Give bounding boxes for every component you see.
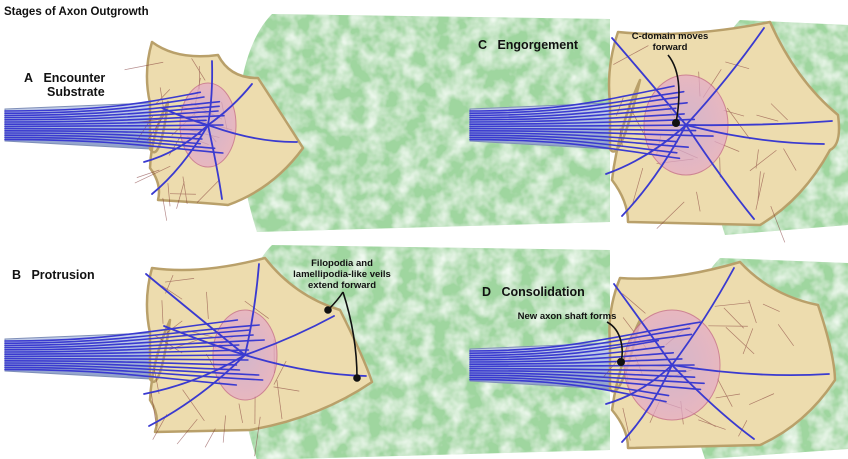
- pointer-c-dot: [673, 120, 679, 126]
- annotation-c-line2: forward: [620, 42, 720, 53]
- annotation-b-line3: extend forward: [282, 280, 402, 291]
- panel-d-title: Consolidation: [501, 285, 584, 299]
- pointer-b-2-dot: [354, 375, 360, 381]
- panel-c-label: C Engorgement: [478, 38, 578, 52]
- panel-a-label-line2: Substrate: [24, 85, 105, 99]
- microtubule: [5, 129, 204, 130]
- annotation-b-line2: lamellipodia-like veils: [282, 269, 402, 280]
- diagram-title: Stages of Axon Outgrowth: [4, 6, 149, 18]
- panel-b-letter: B: [12, 268, 21, 282]
- panel-b-label: B Protrusion: [12, 268, 95, 282]
- panel-d-letter: D: [482, 285, 491, 299]
- panel-c-title: Engorgement: [497, 38, 578, 52]
- annotation-d: New axon shaft forms: [507, 311, 627, 322]
- annotation-d-line1: New axon shaft forms: [507, 311, 627, 322]
- annotation-c-line1: C-domain moves: [620, 31, 720, 42]
- panel-a-label: A Encounter Substrate: [24, 71, 105, 99]
- panel-c-letter: C: [478, 38, 487, 52]
- panel-b-title: Protrusion: [31, 268, 94, 282]
- pointer-b-1-dot: [325, 307, 331, 313]
- panel-a-label-line1: Encounter: [43, 71, 105, 85]
- annotation-c: C-domain moves forward: [620, 31, 720, 53]
- annotation-b: Filopodia and lamellipodia-like veils ex…: [282, 258, 402, 291]
- panel-d-label: D Consolidation: [482, 285, 585, 299]
- pointer-d-dot: [618, 359, 624, 365]
- panel-a-letter: A: [24, 71, 33, 85]
- annotation-b-line1: Filopodia and: [282, 258, 402, 269]
